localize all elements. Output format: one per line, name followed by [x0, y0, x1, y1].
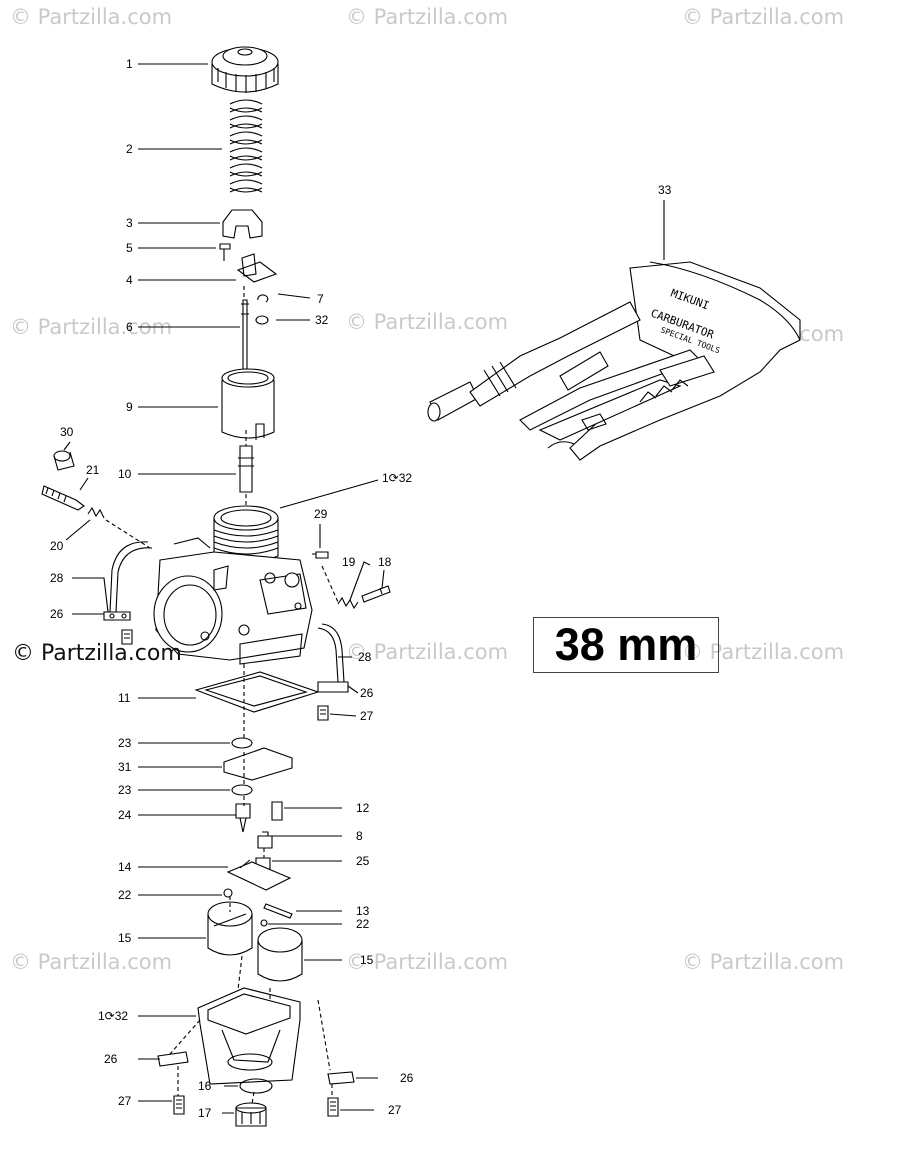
callout-1-32: 1⟳32	[98, 1009, 128, 1023]
part-bolt-bottom-left	[173, 1095, 185, 1115]
part-throttle-valve	[221, 368, 275, 440]
part-bracket-bottom-left	[157, 1051, 189, 1067]
callout-9: 9	[126, 400, 133, 414]
part-float-bowl	[197, 987, 301, 1085]
part-o-ring-23b	[231, 784, 253, 796]
callout-1: 1	[126, 57, 133, 71]
part-hose-right	[317, 623, 345, 683]
callout-33: 33	[658, 183, 672, 197]
part-carburetor-body	[153, 505, 313, 665]
callout-28: 28	[50, 571, 64, 585]
callout-26: 26	[360, 686, 374, 700]
part-small-cap	[53, 450, 75, 471]
part-clip-22	[223, 888, 233, 898]
callout-6: 6	[126, 320, 133, 334]
callout-2: 2	[126, 142, 133, 156]
callout-17: 17	[198, 1106, 212, 1120]
callout-26: 26	[50, 607, 64, 621]
watermark: © Partzilla.com	[346, 950, 509, 974]
callout-23: 23	[118, 736, 132, 750]
callout-22: 22	[356, 917, 370, 931]
part-air-screw	[361, 585, 391, 603]
part-hose	[109, 541, 153, 613]
callout-25: 25	[356, 854, 370, 868]
part-needle-jet	[238, 445, 254, 493]
part-pilot-screw	[41, 485, 85, 511]
part-float-arm	[226, 859, 292, 891]
part-drain-plug	[235, 1102, 267, 1127]
callout-32: 32	[315, 313, 329, 327]
callout-24: 24	[118, 808, 132, 822]
callout-18: 18	[378, 555, 392, 569]
callout-19: 19	[342, 555, 356, 569]
part-small-spring	[87, 506, 105, 519]
part-bolt-bottom-right	[327, 1097, 339, 1117]
watermark: © Partzilla.com	[10, 5, 173, 29]
callout-4: 4	[126, 273, 133, 287]
watermark: © Partzilla.com	[346, 640, 509, 664]
callout-13: 13	[356, 904, 370, 918]
part-spring	[229, 99, 263, 193]
callout-11: 11	[118, 691, 131, 705]
callout-28: 28	[358, 650, 372, 664]
part-main-jet	[235, 803, 251, 833]
callout-15: 15	[360, 953, 374, 967]
part-pin	[263, 903, 293, 919]
callout-23: 23	[118, 783, 132, 797]
part-plate-31	[223, 747, 293, 781]
watermark-main: © Partzilla.com	[12, 641, 182, 666]
part-pilot-jet	[271, 801, 283, 821]
watermark: © Partzilla.com	[346, 5, 509, 29]
callout-5: 5	[126, 241, 133, 255]
part-float-left	[207, 901, 253, 956]
part-o-ring-23	[231, 737, 253, 749]
callout-7: 7	[317, 292, 324, 306]
watermark: © Partzilla.com	[682, 950, 845, 974]
callout-21: 21	[86, 463, 100, 477]
watermark: © Partzilla.com	[682, 5, 845, 29]
callout-1-32: 1⟳32	[382, 471, 412, 485]
part-gasket	[194, 671, 320, 713]
size-label: 38 mm	[533, 617, 719, 673]
part-tool-kit	[427, 261, 801, 461]
callout-27: 27	[360, 709, 374, 723]
part-spring-small	[337, 596, 359, 610]
part-screw	[219, 243, 231, 261]
callout-27: 27	[388, 1103, 402, 1117]
watermark: © Partzilla.com	[346, 310, 509, 334]
callout-30: 30	[60, 425, 74, 439]
callout-10: 10	[118, 467, 132, 481]
callout-22: 22	[118, 888, 132, 902]
part-drain-o-ring	[239, 1078, 273, 1094]
callout-3: 3	[126, 216, 133, 230]
callout-26: 26	[104, 1052, 118, 1066]
callout-labels: 1 2 3 5 4 7 32 6 9 30 21 10 1⟳32 29 20 1…	[50, 57, 672, 1120]
part-float-right	[257, 927, 303, 982]
callout-20: 20	[50, 539, 64, 553]
callout-29: 29	[314, 507, 328, 521]
watermark: © Partzilla.com	[682, 640, 845, 664]
callout-16: 16	[198, 1079, 212, 1093]
callout-14: 14	[118, 860, 132, 874]
part-fitting	[312, 551, 329, 559]
part-needle-valve	[257, 831, 273, 849]
part-cap	[211, 46, 279, 93]
part-plate	[222, 209, 263, 239]
part-bracket-right	[317, 681, 349, 693]
part-bolt	[121, 629, 133, 645]
part-bracket-bottom-right	[327, 1071, 355, 1085]
part-e-ring	[257, 294, 269, 303]
watermark: © Partzilla.com	[10, 950, 173, 974]
callout-31: 31	[118, 760, 132, 774]
part-o-ring	[255, 315, 269, 325]
callout-27: 27	[118, 1094, 132, 1108]
callout-15: 15	[118, 931, 132, 945]
part-bolt-right	[317, 705, 329, 721]
callout-12: 12	[356, 801, 370, 815]
callout-26: 26	[400, 1071, 414, 1085]
part-needle	[241, 299, 249, 374]
callout-8: 8	[356, 829, 363, 843]
part-clip	[236, 253, 278, 283]
